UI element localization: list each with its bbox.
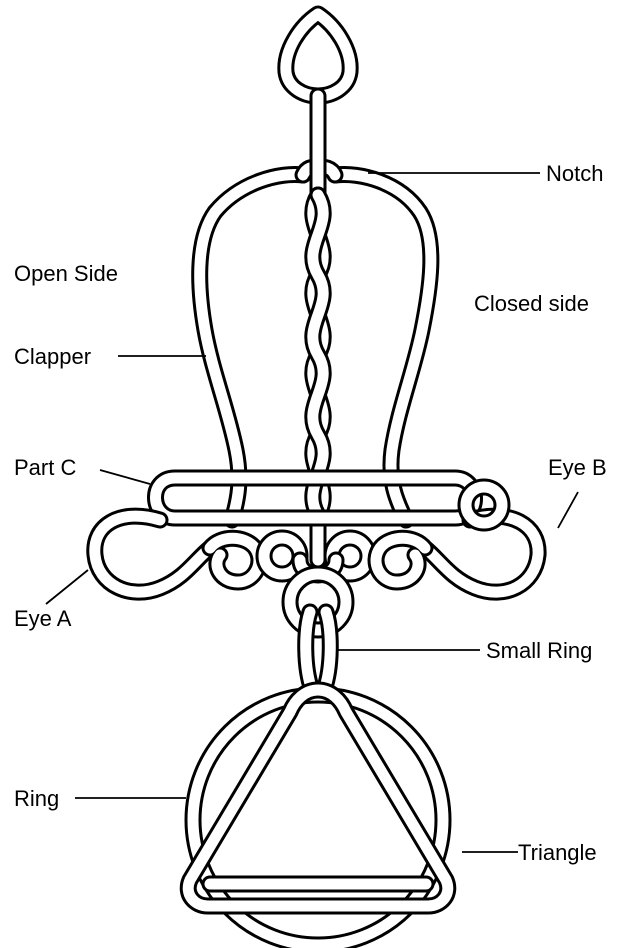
eye-b-label: Eye B (548, 455, 607, 480)
eye-a-label: Eye A (14, 606, 72, 631)
top-loop (286, 14, 350, 96)
eye-b-leader (558, 492, 578, 528)
part-c-leader (100, 470, 150, 484)
twisted-shaft (313, 96, 323, 560)
notch-label: Notch (546, 161, 603, 186)
eye-a (95, 516, 210, 592)
open-side-label: Open Side (14, 261, 118, 286)
small-ring-label: Small Ring (486, 638, 592, 663)
triangle-label: Triangle (518, 840, 597, 865)
eye-a-leader (46, 570, 88, 604)
ring-label: Ring (14, 786, 59, 811)
part-c-label: Part C (14, 455, 76, 480)
closed-side-label: Closed side (474, 291, 589, 316)
clapper-label: Clapper (14, 344, 91, 369)
